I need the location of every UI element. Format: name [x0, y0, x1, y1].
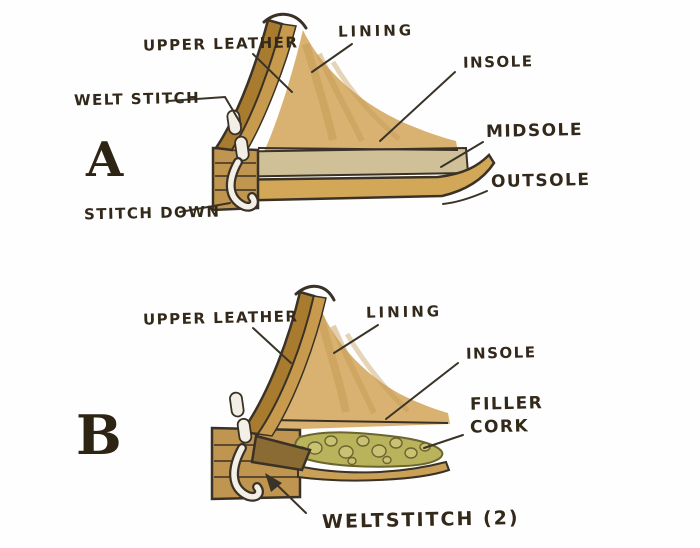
outsole-shape-b [297, 460, 451, 482]
upper-leather-inner-b [256, 295, 327, 437]
lining-shade-b [344, 332, 410, 413]
welt-wedge-b [250, 434, 312, 472]
stitch-down-loop-a [228, 159, 257, 210]
diagram-a-letter: A [86, 132, 124, 188]
outsole-shape-a [214, 153, 496, 203]
label-stitch-down-a: STITCH DOWN [83, 202, 221, 224]
welt-stitch-leader-a [167, 95, 242, 125]
lining-leader-b [333, 324, 379, 354]
outsole-leader-a [442, 190, 488, 205]
label-insole-a: INSOLE [462, 52, 534, 72]
filler-cork-leader-b [423, 434, 464, 449]
diagram-a-shoe [211, 12, 496, 212]
midsole-leader-a [440, 141, 484, 168]
diagram-b-letter: B [76, 403, 122, 467]
label-midsole-a: MIDSOLE [485, 119, 584, 143]
label-welt-stitch-2-b: WELTSTITCH (2) [321, 506, 520, 534]
lining-leader-a [311, 43, 353, 73]
lining-shade-b [316, 314, 350, 413]
welt-stitch-arrowhead-b [265, 473, 282, 492]
stitch-down-leader-a [179, 202, 231, 213]
welt-stitch-marks-b [229, 391, 253, 444]
insole-leader-b [385, 362, 459, 420]
insole-line-a [257, 147, 459, 151]
label-lining-a: LINING [337, 21, 415, 41]
label-upper-leather-b: UPPER LEATHER [142, 307, 299, 329]
leader-lines-b [252, 324, 464, 514]
lining-shade-a [330, 60, 401, 141]
boot-top-rim-a [262, 12, 308, 30]
welt-stitch-arrow-line-b [273, 481, 307, 514]
boot-top-rim-b [294, 284, 336, 302]
label-welt-stitch-a: WELT STITCH [73, 88, 201, 110]
label-outsole-a: OUTSOLE [490, 169, 591, 193]
diagram-b-shoe [210, 284, 451, 502]
label-filler-b: FILLER [469, 393, 544, 415]
lining-shade-a [302, 42, 337, 141]
upper-leather-leader-b [252, 327, 292, 364]
label-cork-b: CORK [469, 416, 530, 438]
leader-lines-a [167, 43, 488, 213]
insole-leader-a [379, 71, 456, 142]
welt-loop-b [231, 445, 262, 500]
upper-leather-leader-a [252, 53, 293, 93]
insole-line-b [267, 419, 449, 424]
label-lining-b: LINING [365, 302, 443, 322]
label-insole-b: INSOLE [465, 343, 537, 363]
label-upper-leather-a: UPPER LEATHER [142, 33, 299, 55]
lining-shade-b [330, 324, 377, 415]
